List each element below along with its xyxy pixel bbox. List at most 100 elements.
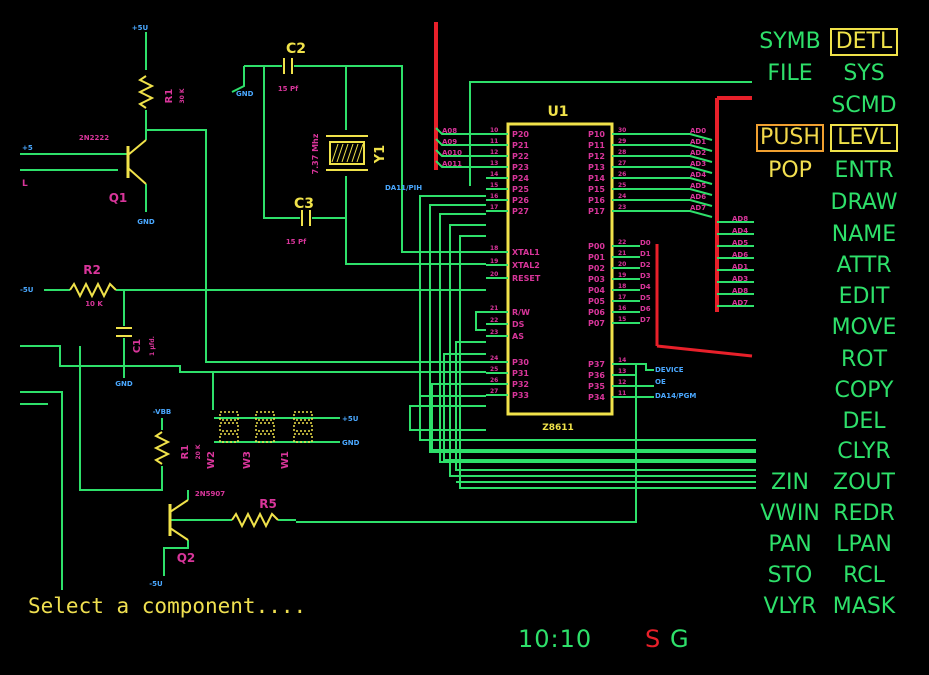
chip-pin-number: 23 xyxy=(618,204,626,211)
c1-value: 1 μfd. xyxy=(149,336,156,356)
chip-pin-label: P01 xyxy=(588,253,605,262)
q2-label: Q2 xyxy=(177,551,196,565)
menu-item-zin[interactable]: ZIN xyxy=(770,470,810,495)
chip-pin-number: 27 xyxy=(618,160,626,167)
chip-pin-number: 26 xyxy=(618,171,626,178)
menu-item-sto[interactable]: STO xyxy=(767,563,813,588)
wire xyxy=(636,166,713,174)
jumper-w2[interactable] xyxy=(219,433,239,443)
chip-pin-number: 16 xyxy=(618,305,626,312)
menu-item-rcl[interactable]: RCL xyxy=(843,563,885,588)
q1-type: 2N2222 xyxy=(79,134,109,142)
resistor-r3[interactable] xyxy=(153,431,171,465)
power-label: -5U xyxy=(20,286,34,294)
crystal-y1[interactable] xyxy=(329,141,365,165)
wire xyxy=(345,176,486,265)
addr-bus-label: AD0 xyxy=(690,127,706,135)
resistor-r2[interactable] xyxy=(69,281,117,299)
chip-pin-label: P17 xyxy=(588,207,605,216)
r2-value: 10 K xyxy=(85,300,103,308)
chip-pin-label: P05 xyxy=(588,297,605,306)
jumper-w3[interactable] xyxy=(255,433,275,443)
jumper-w3[interactable] xyxy=(255,422,275,432)
menu-item-clyr[interactable]: CLYR xyxy=(837,439,891,464)
menu-item-pop[interactable]: POP xyxy=(768,158,812,183)
menu-item-vlyr[interactable]: VLYR xyxy=(763,594,817,619)
menu-item-file[interactable]: FILE xyxy=(767,61,813,86)
wire xyxy=(636,144,713,152)
menu-item-attr[interactable]: ATTR xyxy=(836,253,892,278)
crystal-hatch xyxy=(346,143,354,163)
chip-pin-number: 18 xyxy=(618,283,626,290)
chip-pin-label: P27 xyxy=(512,207,529,216)
addr-bus2-label: AD1 xyxy=(732,263,748,271)
wire xyxy=(294,65,486,253)
resistor-r5[interactable] xyxy=(231,511,279,529)
menu-item-vwin[interactable]: VWIN xyxy=(760,501,820,526)
chip-pin-label: P15 xyxy=(588,185,605,194)
chip-pin-label: P13 xyxy=(588,163,605,172)
grid-flag: G xyxy=(670,625,689,653)
menu-item-symb[interactable]: SYMB xyxy=(759,29,821,54)
menu-item-del[interactable]: DEL xyxy=(842,409,886,434)
data-bus-label: D1 xyxy=(640,250,651,258)
q2-type: 2N5907 xyxy=(195,490,225,498)
wire xyxy=(263,66,300,219)
wire xyxy=(145,110,486,363)
jumper-w1[interactable] xyxy=(293,411,313,421)
menu-item-mask[interactable]: MASK xyxy=(832,594,896,619)
menu-item-name[interactable]: NAME xyxy=(831,222,897,247)
crystal-hatch xyxy=(331,143,339,163)
left-bus-label: A08 xyxy=(442,127,457,135)
wire xyxy=(636,210,713,218)
menu-item-rot[interactable]: ROT xyxy=(840,347,888,372)
chip-pin-number: 17 xyxy=(618,294,626,301)
power-label: -5U xyxy=(149,580,163,588)
chip-pin-label: P10 xyxy=(588,130,605,139)
r3-label: R1 xyxy=(180,445,191,460)
menu-item-redr[interactable]: REDR xyxy=(833,501,895,526)
menu-item-lpan[interactable]: LPAN xyxy=(836,532,892,557)
menu-item-entr[interactable]: ENTR xyxy=(834,158,894,183)
jumper-w2[interactable] xyxy=(219,411,239,421)
menu-item-detl[interactable]: DETL xyxy=(830,28,898,56)
signal-device: DEVICE xyxy=(655,366,684,374)
r3-value: 20 K xyxy=(195,444,202,459)
jumper-w2[interactable] xyxy=(219,422,239,432)
chip-pin-number: 19 xyxy=(618,272,626,279)
component-layer[interactable] xyxy=(69,58,368,541)
jumper-w3[interactable] xyxy=(255,411,275,421)
jumper-w1[interactable] xyxy=(293,422,313,432)
menu-item-edit[interactable]: EDIT xyxy=(838,284,890,309)
jumper-w1[interactable] xyxy=(293,433,313,443)
chip-pin-label: P02 xyxy=(588,264,605,273)
left-bus-label: A09 xyxy=(442,138,457,146)
chip-u1[interactable] xyxy=(486,122,636,416)
crystal-hatch xyxy=(356,143,364,163)
data-bus-bar-run xyxy=(656,344,753,358)
menu-item-pan[interactable]: PAN xyxy=(768,532,812,557)
chip-pin-label: P22 xyxy=(512,152,529,161)
addr-bus-label: AD4 xyxy=(690,171,706,179)
data-bus-label: D7 xyxy=(640,316,651,324)
addr-bus-label: AD1 xyxy=(690,138,706,146)
menu-item-move[interactable]: MOVE xyxy=(831,315,897,340)
chip-ref: U1 xyxy=(547,104,568,120)
menu-item-zout[interactable]: ZOUT xyxy=(833,470,895,495)
power-label: +5U xyxy=(132,24,149,32)
menu-item-draw[interactable]: DRAW xyxy=(830,190,898,215)
menu-item-sys[interactable]: SYS xyxy=(843,61,885,86)
menu-item-scmd[interactable]: SCMD xyxy=(831,93,897,118)
menu-item-copy[interactable]: COPY xyxy=(834,378,894,403)
wire xyxy=(231,66,245,93)
resistor-r1[interactable] xyxy=(137,75,155,109)
data-bus-label: D5 xyxy=(640,294,651,302)
menu-item-push[interactable]: PUSH xyxy=(756,124,824,152)
chip-part: Z8611 xyxy=(542,423,574,433)
chip-pin-label: AS xyxy=(512,332,524,341)
wire xyxy=(296,364,637,523)
chip-pin-number: 18 xyxy=(490,245,498,252)
menu-item-levl[interactable]: LEVL xyxy=(830,124,898,152)
chip-pin-number: 12 xyxy=(618,379,626,386)
